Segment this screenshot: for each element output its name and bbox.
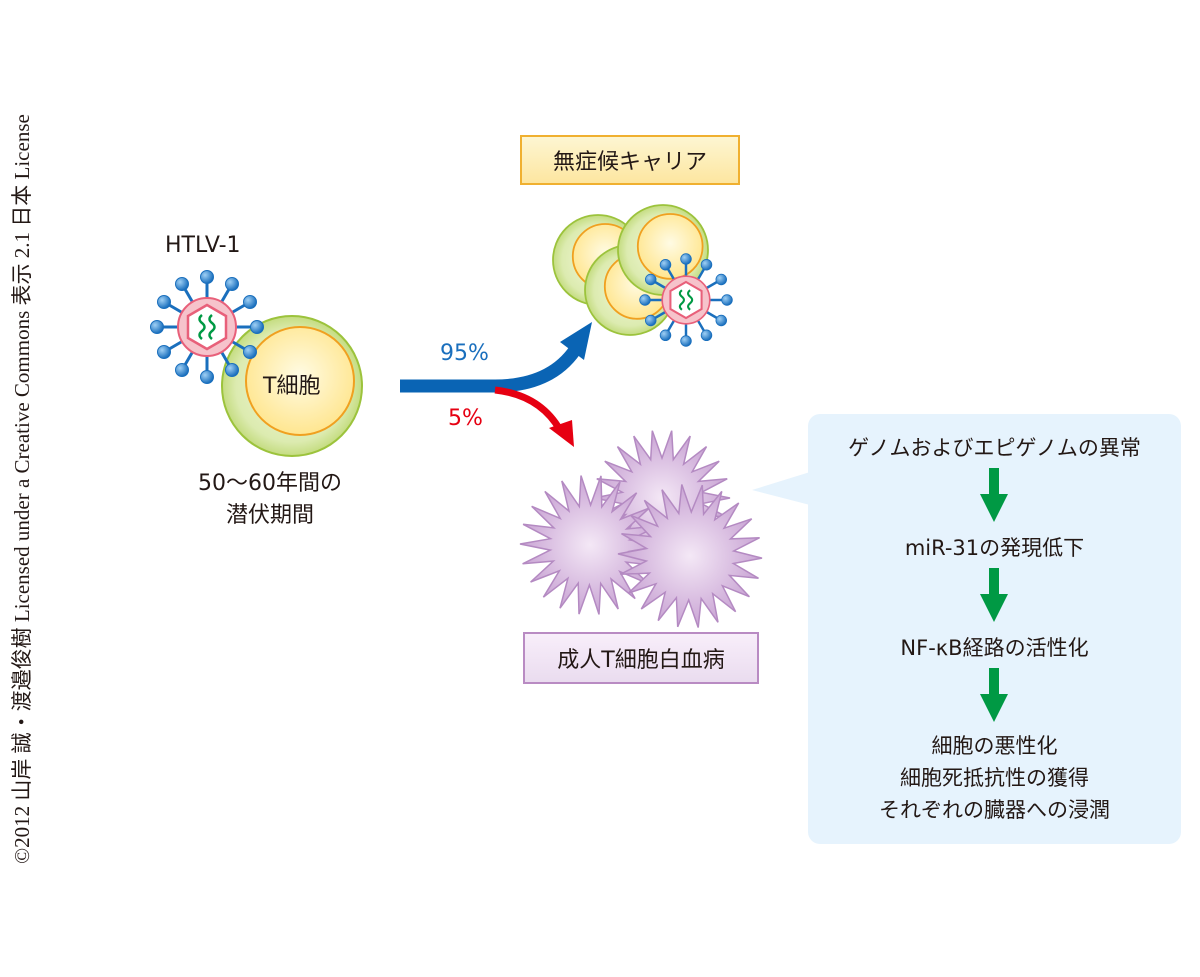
carrier-outcome-label: 無症候キャリア bbox=[552, 150, 707, 175]
leukemia-outcome-label: 成人T細胞白血病 bbox=[557, 648, 725, 673]
carrier-percent-label: 95% bbox=[440, 341, 489, 366]
leukemia-arrowhead-icon bbox=[549, 420, 574, 447]
outcome-line-2: 細胞死抵抗性の獲得 bbox=[900, 766, 1089, 790]
leukemia-arrow bbox=[494, 386, 564, 432]
mechanism-step-4: 細胞の悪性化 細胞死抵抗性の獲得 それぞれの臓器への浸潤 bbox=[808, 730, 1181, 826]
carrier-outcome-box: 無症候キャリア bbox=[520, 135, 740, 185]
leukemia-cell bbox=[519, 475, 661, 615]
carrier-arrowhead-icon bbox=[560, 322, 592, 360]
carrier-arrow bbox=[400, 346, 581, 393]
t-cell-label: T細胞 bbox=[263, 374, 321, 399]
outcome-line-3: それぞれの臓器への浸潤 bbox=[879, 798, 1110, 822]
callout-pointer bbox=[752, 472, 810, 505]
latency-line-2: 潜伏期間 bbox=[225, 503, 314, 528]
outcome-line-1: 細胞の悪性化 bbox=[931, 734, 1058, 758]
virus-label: HTLV-1 bbox=[165, 233, 241, 258]
leukemia-cell-cluster bbox=[519, 430, 763, 628]
leukemia-percent-label: 5% bbox=[448, 406, 483, 431]
mechanism-step-1: ゲノムおよびエピゲノムの異常 bbox=[848, 436, 1141, 460]
mechanism-step-3: NF-κB経路の活性化 bbox=[900, 636, 1089, 660]
latency-line-1: 50〜60年間の bbox=[198, 471, 342, 496]
leukemia-cell bbox=[617, 484, 763, 628]
leukemia-outcome-box: 成人T細胞白血病 bbox=[523, 632, 759, 684]
t-cell bbox=[221, 315, 363, 457]
latency-label: 50〜60年間の 潜伏期間 bbox=[160, 468, 380, 532]
mechanism-step-2: miR-31の発現低下 bbox=[904, 536, 1085, 560]
